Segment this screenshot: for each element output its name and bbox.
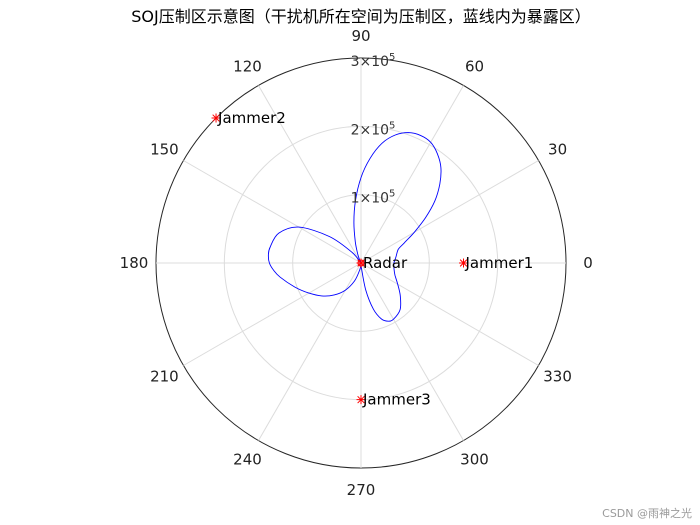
grid-spoke-120 [258, 85, 362, 264]
star-marker-icon [459, 258, 468, 268]
angle-tick-label: 210 [150, 368, 179, 386]
grid-spoke-330 [360, 262, 539, 366]
point-label-jammer1: Jammer1 [465, 254, 534, 272]
angle-tick-label: 270 [347, 481, 376, 499]
angle-tick-label: 120 [233, 57, 262, 75]
radius-tick-label: 1×105 [351, 189, 396, 207]
point-jammer1: Jammer1 [459, 254, 533, 272]
angle-tick-label: 90 [351, 27, 370, 45]
point-label-radar: Radar [363, 254, 408, 272]
polar-grid [155, 57, 567, 469]
angle-tick-label: 330 [543, 368, 572, 386]
star-marker-icon [211, 113, 221, 123]
grid-spoke-150 [183, 160, 362, 264]
radius-tick-label: 3×105 [351, 52, 396, 70]
angle-tick-label: 30 [548, 141, 567, 159]
series-layer [267, 132, 442, 322]
origin-marker [357, 259, 365, 267]
angle-tick-label: 300 [460, 451, 489, 469]
watermark: CSDN @雨神之光 [602, 507, 692, 520]
point-jammer2: Jammer2 [211, 109, 286, 127]
grid-spoke-30 [360, 160, 539, 264]
angle-tick-label: 180 [120, 254, 149, 272]
point-jammer3: Jammer3 [356, 391, 431, 409]
star-marker-icon [356, 395, 366, 405]
grid-spoke-240 [258, 262, 362, 441]
radius-tick-labels: 1×105 2×105 3×105 [351, 52, 396, 207]
chart-title: SOJ压制区示意图（干扰机所在空间为压制区，蓝线内为暴露区） [131, 7, 590, 26]
angle-tick-labels: 0 30 60 90 120 150 180 210 240 270 300 330 [120, 27, 593, 499]
star-marker-icon [356, 258, 366, 268]
angle-tick-label: 0 [583, 254, 593, 272]
point-label-jammer2: Jammer2 [217, 109, 286, 127]
angle-tick-label: 240 [233, 451, 262, 469]
angle-tick-label: 150 [150, 141, 179, 159]
point-radar: Radar [356, 254, 408, 272]
grid-spoke-300 [360, 262, 464, 441]
angle-tick-label: 60 [465, 57, 484, 75]
grid-spoke-60 [360, 85, 464, 264]
point-label-jammer3: Jammer3 [362, 391, 431, 409]
grid-spoke-210 [183, 262, 362, 366]
radius-tick-label: 2×105 [351, 120, 396, 138]
exposure-boundary-line [267, 132, 442, 322]
